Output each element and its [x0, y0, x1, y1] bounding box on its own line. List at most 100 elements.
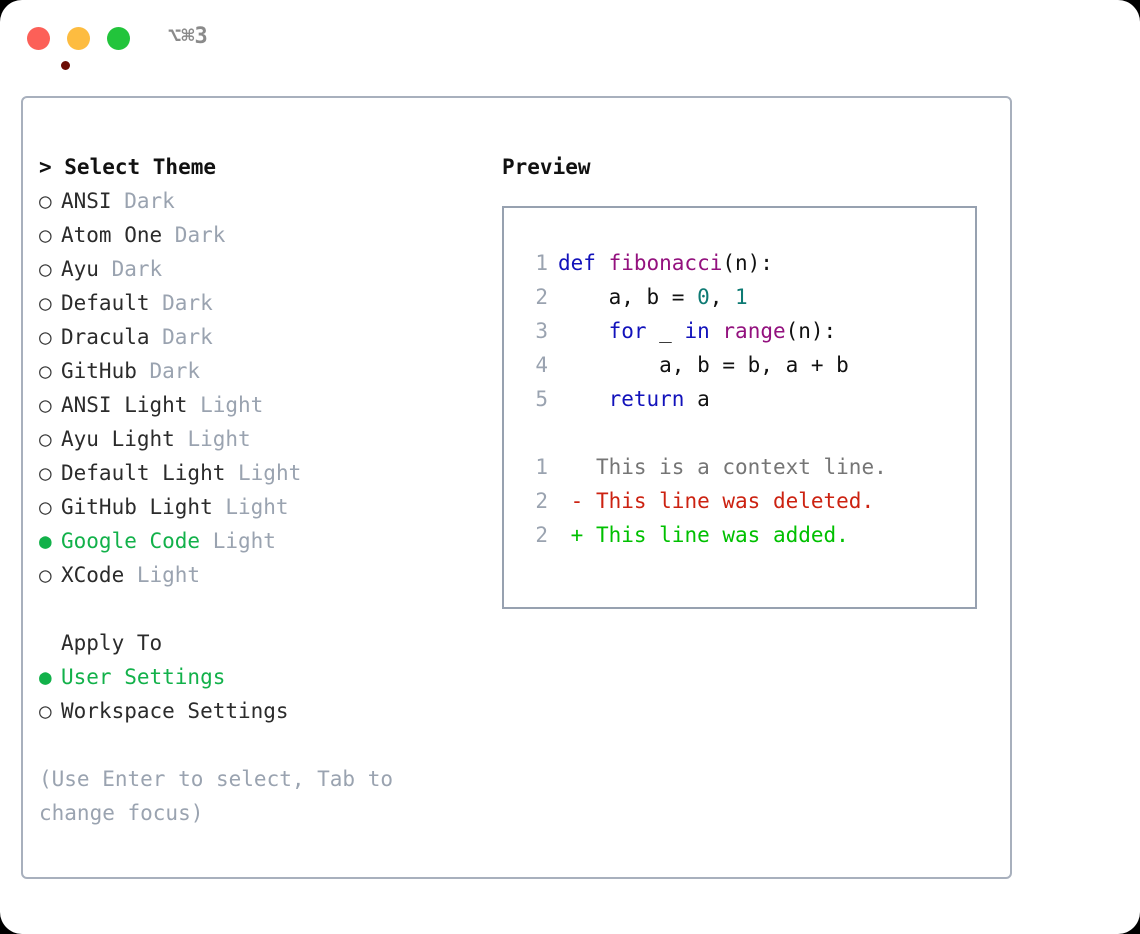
- theme-list-item[interactable]: ○ ANSI Dark: [39, 184, 489, 218]
- theme-list[interactable]: ○ANSI Dark○Atom One Dark○Ayu Dark○Defaul…: [39, 184, 489, 592]
- code-token: return: [608, 387, 685, 411]
- keyboard-shortcut-label: ⌥⌘3: [168, 24, 208, 49]
- code-token: [710, 319, 723, 343]
- theme-name: XCode: [61, 563, 125, 587]
- diff-text: This is a context line.: [583, 455, 887, 479]
- code-line: 3 for _ in range(n):: [522, 314, 975, 348]
- code-token: a, b = b, a + b: [558, 353, 849, 377]
- diff-text: This line was deleted.: [583, 489, 875, 513]
- theme-list-item[interactable]: ○ ANSI Light Light: [39, 388, 489, 422]
- theme-variant: Dark: [149, 291, 213, 315]
- code-token: 0: [697, 285, 710, 309]
- theme-name: GitHub Light: [61, 495, 213, 519]
- zoom-button[interactable]: [107, 27, 130, 50]
- preview-title: Preview: [502, 155, 591, 179]
- radio-unselected-icon: ○: [39, 495, 52, 519]
- code-token: in: [684, 319, 710, 343]
- theme-variant: Dark: [98, 257, 163, 281]
- theme-variant: Light: [212, 495, 289, 519]
- theme-variant: Dark: [162, 223, 226, 247]
- apply-to-title: Apply To: [61, 631, 163, 655]
- diff-line: 2 + This line was added.: [522, 518, 975, 552]
- code-token: fibonacci: [608, 251, 723, 275]
- diff-sample: 1 This is a context line.2 - This line w…: [522, 450, 975, 552]
- code-token: 1: [735, 285, 748, 309]
- line-number: 1: [535, 251, 548, 275]
- theme-name: Ayu Light: [61, 427, 175, 451]
- code-token: (n):: [785, 319, 837, 343]
- diff-line: 1 This is a context line.: [522, 450, 975, 484]
- diff-sign: +: [558, 523, 584, 547]
- spacer: [39, 592, 489, 626]
- radio-unselected-icon: ○: [39, 189, 52, 213]
- close-button[interactable]: [27, 27, 70, 70]
- line-number: 2: [535, 489, 548, 513]
- recording-indicator-dot: [61, 61, 70, 70]
- code-token: _: [646, 319, 685, 343]
- select-theme-header: > Select Theme: [39, 155, 217, 179]
- code-line: 2 a, b = 0, 1: [522, 280, 975, 314]
- code-token: a, b =: [558, 285, 698, 309]
- radio-selected-icon: ●: [39, 665, 52, 689]
- theme-list-item[interactable]: ○Ayu Light Light: [39, 422, 489, 456]
- radio-unselected-icon: ○: [39, 699, 52, 723]
- theme-list-item[interactable]: ○ Default Dark: [39, 286, 489, 320]
- theme-name: Dracula: [61, 325, 150, 349]
- code-token: (n):: [722, 251, 773, 275]
- line-number: 2: [535, 523, 548, 547]
- code-token: a: [684, 387, 710, 411]
- theme-variant: Light: [187, 393, 264, 417]
- theme-list-item[interactable]: ○Atom One Dark: [39, 218, 489, 252]
- diff-text: This line was added.: [583, 523, 849, 547]
- code-token: ,: [709, 285, 736, 309]
- theme-list-item[interactable]: ○GitHub Dark: [39, 354, 489, 388]
- line-number: 1: [535, 455, 548, 479]
- theme-variant: Light: [200, 529, 276, 553]
- theme-name: Google Code: [61, 529, 201, 553]
- theme-list-item[interactable]: ○ Ayu Dark: [39, 252, 489, 286]
- theme-list-item[interactable]: ○Dracula Dark: [39, 320, 489, 354]
- title-bar: ⌥⌘3: [0, 0, 1140, 78]
- radio-unselected-icon: ○: [39, 257, 52, 281]
- code-token: for: [608, 319, 647, 343]
- spacer: [522, 416, 975, 450]
- diff-sign: -: [558, 489, 584, 513]
- theme-list-item[interactable]: ○ GitHub Light Light: [39, 490, 489, 524]
- code-line: 1 def fibonacci(n):: [522, 246, 975, 280]
- tui-panel: > Select Theme ○ANSI Dark○Atom One Dark○…: [21, 96, 1012, 879]
- radio-unselected-icon: ○: [39, 223, 52, 247]
- theme-name: ANSI Light: [61, 393, 188, 417]
- theme-name: Ayu: [61, 257, 99, 281]
- radio-unselected-icon: ○: [39, 427, 52, 451]
- diff-sign: [558, 455, 583, 479]
- code-line: 5 return a: [522, 382, 975, 416]
- theme-list-item[interactable]: ○Default Light Light: [39, 456, 489, 490]
- apply-to-item[interactable]: ● User Settings: [39, 660, 489, 694]
- theme-list-item[interactable]: ○XCode Light: [39, 558, 489, 592]
- radio-unselected-icon: ○: [39, 393, 52, 417]
- apply-to-label: Workspace Settings: [61, 699, 289, 723]
- theme-list-item[interactable]: ●Google Code Light: [39, 524, 489, 558]
- code-token: [558, 387, 609, 411]
- code-token: range: [722, 319, 786, 343]
- theme-name: GitHub: [61, 359, 137, 383]
- apply-to-label: User Settings: [61, 665, 226, 689]
- code-token: def: [558, 251, 609, 275]
- theme-name: ANSI: [61, 189, 112, 213]
- theme-name: Default Light: [61, 461, 226, 485]
- theme-name: Default: [61, 291, 150, 315]
- line-number: 4: [535, 353, 548, 377]
- theme-variant: Dark: [149, 325, 213, 349]
- theme-variant: Dark: [111, 189, 175, 213]
- theme-variant: Dark: [136, 359, 201, 383]
- radio-unselected-icon: ○: [39, 291, 52, 315]
- radio-unselected-icon: ○: [39, 563, 52, 587]
- minimize-button[interactable]: [67, 27, 90, 50]
- apply-to-item[interactable]: ○ Workspace Settings: [39, 694, 489, 728]
- diff-line: 2 - This line was deleted.: [522, 484, 975, 518]
- apply-to-list[interactable]: ● User Settings ○ Workspace Settings: [39, 660, 489, 728]
